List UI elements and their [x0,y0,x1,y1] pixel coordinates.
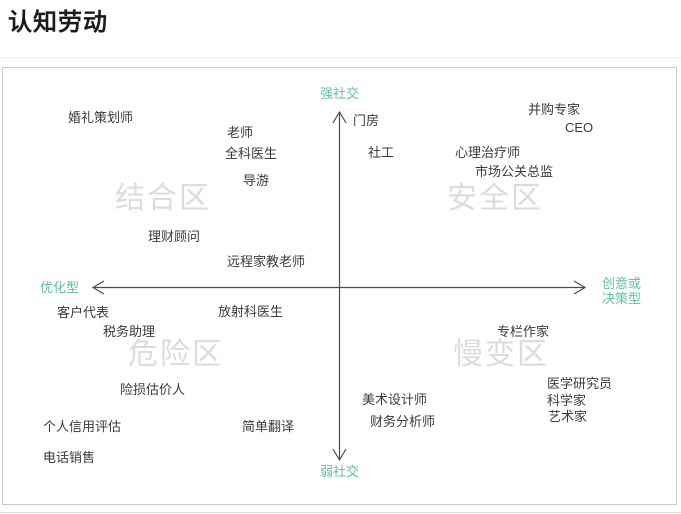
quadrant-label: 安全区 [447,182,543,215]
axis-label-top: 强社交 [320,86,360,101]
job-label: 医学研究员 [547,376,613,391]
axis-label-bottom: 弱社交 [320,464,360,479]
job-label: 并购专家 [528,102,581,117]
job-label: 心理治疗师 [455,145,521,160]
axis-label-right-line2: 决策型 [602,291,642,306]
job-label: 个人信用评估 [43,419,122,434]
axis-label-right-line1: 创意或 [602,276,642,291]
job-label: 老师 [227,125,254,140]
job-label: 专栏作家 [497,324,550,339]
job-label: 门房 [353,113,380,128]
job-label: 社工 [368,145,395,160]
job-label: CEO [565,120,594,135]
axis-label-right: 创意或 决策型 [602,276,641,306]
job-label: 婚礼策划师 [68,110,134,125]
quadrant-label: 结合区 [115,182,211,215]
job-label: 艺术家 [548,409,588,424]
quadrant-label: 慢变区 [453,338,549,371]
job-label: 放射科医生 [218,304,284,319]
bottom-divider [0,512,681,513]
job-label: 险损估价人 [120,382,186,397]
job-label: 电话销售 [43,450,96,465]
job-label: 全科医生 [225,146,278,161]
job-label: 导游 [243,173,270,188]
page-title: 认知劳动 [8,9,108,36]
quadrant-label: 危险区 [128,338,224,371]
job-label: 科学家 [547,393,587,408]
axis-label-left: 优化型 [40,280,80,295]
job-label: 美术设计师 [362,392,428,407]
job-label: 远程家教老师 [227,254,306,269]
top-divider [0,57,681,58]
job-label: 理财顾问 [148,229,201,244]
job-label: 客户代表 [57,305,110,320]
job-label: 税务助理 [103,324,156,339]
job-label: 市场公关总监 [475,164,554,179]
job-label: 简单翻译 [242,419,295,434]
job-label: 财务分析师 [370,414,436,429]
